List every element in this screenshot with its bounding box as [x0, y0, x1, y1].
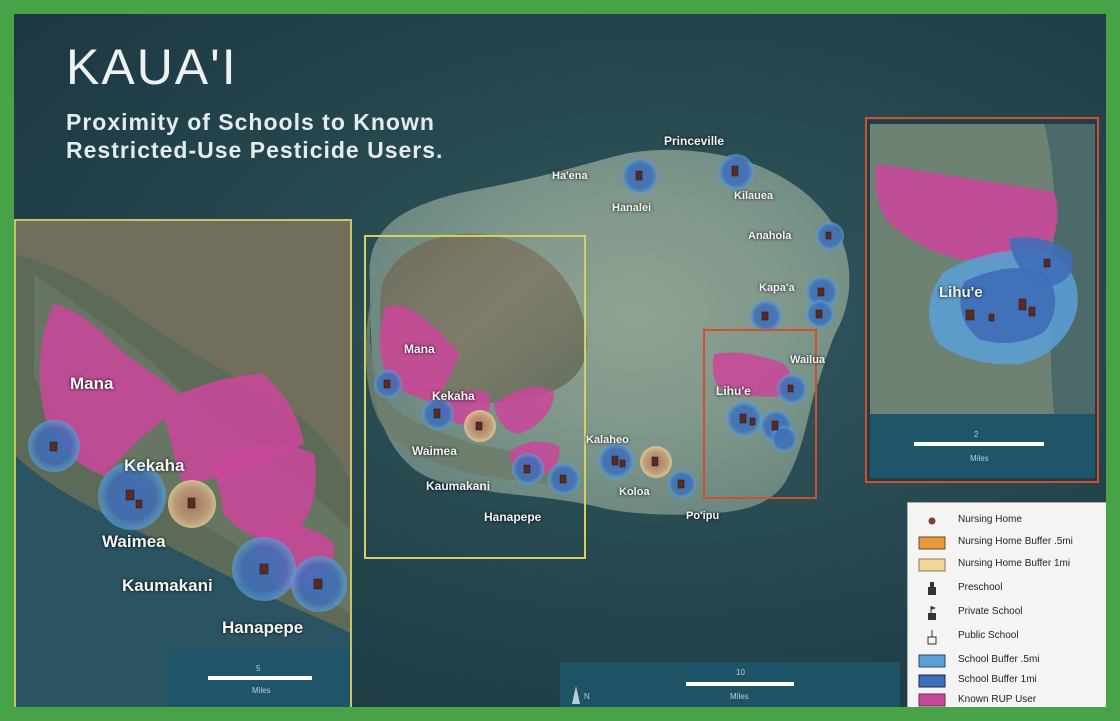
place-label-poipu: Po'ipu	[686, 510, 720, 522]
rup-user-swatch	[918, 693, 946, 707]
left-inset-label-waimea: Waimea	[102, 532, 166, 551]
place-label-hanalei: Hanalei	[612, 202, 652, 214]
legend-row-nursing-home: Nursing Home	[918, 513, 1104, 531]
place-label-kekaha: Kekaha	[432, 389, 475, 403]
lihue-inset-border	[865, 117, 1099, 483]
left-inset-label-kekaha: Kekaha	[124, 456, 185, 475]
legend-label: Private School	[958, 606, 1023, 617]
mid-inset-border	[364, 235, 586, 559]
left-inset-label-kaumakani: Kaumakani	[122, 576, 213, 595]
left-scale-units: Miles	[252, 686, 271, 695]
main-scale-value: 10	[736, 668, 745, 677]
legend-row-school-buffer-1mi: School Buffer 1mi	[918, 673, 1104, 691]
left-scale-bar	[208, 676, 312, 680]
subtitle-line-1: Proximity of Schools to Known	[66, 109, 435, 135]
place-label-wailua: Wailua	[790, 354, 826, 366]
legend-row-preschool: Preschool	[918, 581, 1104, 599]
nursing-home-icon	[918, 513, 946, 529]
map-legend: Nursing Home Nursing Home Buffer .5mi Nu…	[907, 502, 1106, 707]
legend-label: Preschool	[958, 582, 1003, 593]
subtitle-line-2: Restricted-Use Pesticide Users.	[66, 137, 444, 163]
place-label-waimea: Waimea	[412, 444, 457, 458]
school-buffer-1mi-swatch	[918, 673, 946, 689]
place-label-mana: Mana	[404, 342, 435, 356]
school-buffer-half-swatch	[918, 653, 946, 669]
nursing-buffer-1mi-swatch	[918, 557, 946, 573]
map-subtitle: Proximity of Schools to Known Restricted…	[66, 108, 443, 164]
place-label-kalaheo: Kalaheo	[586, 434, 629, 446]
place-label-kapaa: Kapa'a	[759, 282, 795, 294]
legend-label: School Buffer 1mi	[958, 674, 1037, 685]
place-label-haena: Ha'ena	[552, 170, 588, 182]
lihue-extent-box	[703, 329, 817, 499]
lihue-inset-scale: 2 Miles	[866, 418, 1098, 478]
base-map-svg	[14, 117, 1099, 707]
left-inset-rup-mana	[39, 304, 305, 484]
lihue-scale-value: 2	[974, 430, 979, 439]
lihue-inset-label: Lihu'e	[939, 284, 983, 301]
left-inset-scale: 5 Miles	[168, 650, 350, 707]
place-label-kaumakani: Kaumakani	[426, 479, 491, 493]
left-inset-label-hanapepe: Hanapepe	[222, 618, 304, 637]
place-label-hanapepe: Hanapepe	[484, 510, 542, 524]
private-school-icon	[918, 605, 946, 621]
north-arrow	[572, 686, 580, 704]
main-scale-bar	[686, 682, 794, 686]
legend-row-rup-user: Known RUP User	[918, 693, 1104, 707]
legend-row-public-school: Public School	[918, 629, 1104, 647]
preschool-icon	[918, 581, 946, 597]
place-label-anahola: Anahola	[748, 230, 792, 242]
place-label-princeville: Princeville	[664, 134, 725, 148]
lihue-scale-bar	[914, 442, 1044, 446]
legend-row-school-buffer-half: School Buffer .5mi	[918, 653, 1104, 671]
nursing-buffer-half-swatch	[918, 535, 946, 551]
place-label-lihue: Lihu'e	[716, 384, 751, 398]
left-inset-label-mana: Mana	[70, 374, 114, 393]
legend-label: School Buffer .5mi	[958, 654, 1040, 665]
lihue-inset-rup	[875, 164, 1058, 263]
legend-row-nursing-buffer-1mi: Nursing Home Buffer 1mi	[918, 557, 1104, 575]
place-label-koloa: Koloa	[619, 486, 650, 498]
legend-label: Known RUP User	[958, 694, 1037, 705]
map-canvas: KAUA'I Proximity of Schools to Known Res…	[14, 14, 1106, 707]
legend-label: Nursing Home	[958, 514, 1022, 525]
legend-label: Nursing Home Buffer .5mi	[958, 536, 1073, 547]
left-scale-value: 5	[256, 664, 261, 673]
place-label-kilauea: Kilauea	[734, 190, 774, 202]
legend-row-private-school: Private School	[918, 605, 1104, 623]
main-map-scale: 10 Miles N	[560, 662, 900, 707]
legend-row-nursing-buffer-half: Nursing Home Buffer .5mi	[918, 535, 1104, 553]
legend-label: Public School	[958, 630, 1019, 641]
legend-label: Nursing Home Buffer 1mi	[958, 558, 1071, 569]
left-inset-border	[14, 219, 352, 707]
map-title: KAUA'I	[66, 39, 238, 95]
main-scale-units: Miles	[730, 692, 749, 701]
lihue-scale-units: Miles	[970, 454, 989, 463]
north-arrow-label: N	[584, 692, 590, 701]
public-school-icon	[918, 629, 946, 645]
